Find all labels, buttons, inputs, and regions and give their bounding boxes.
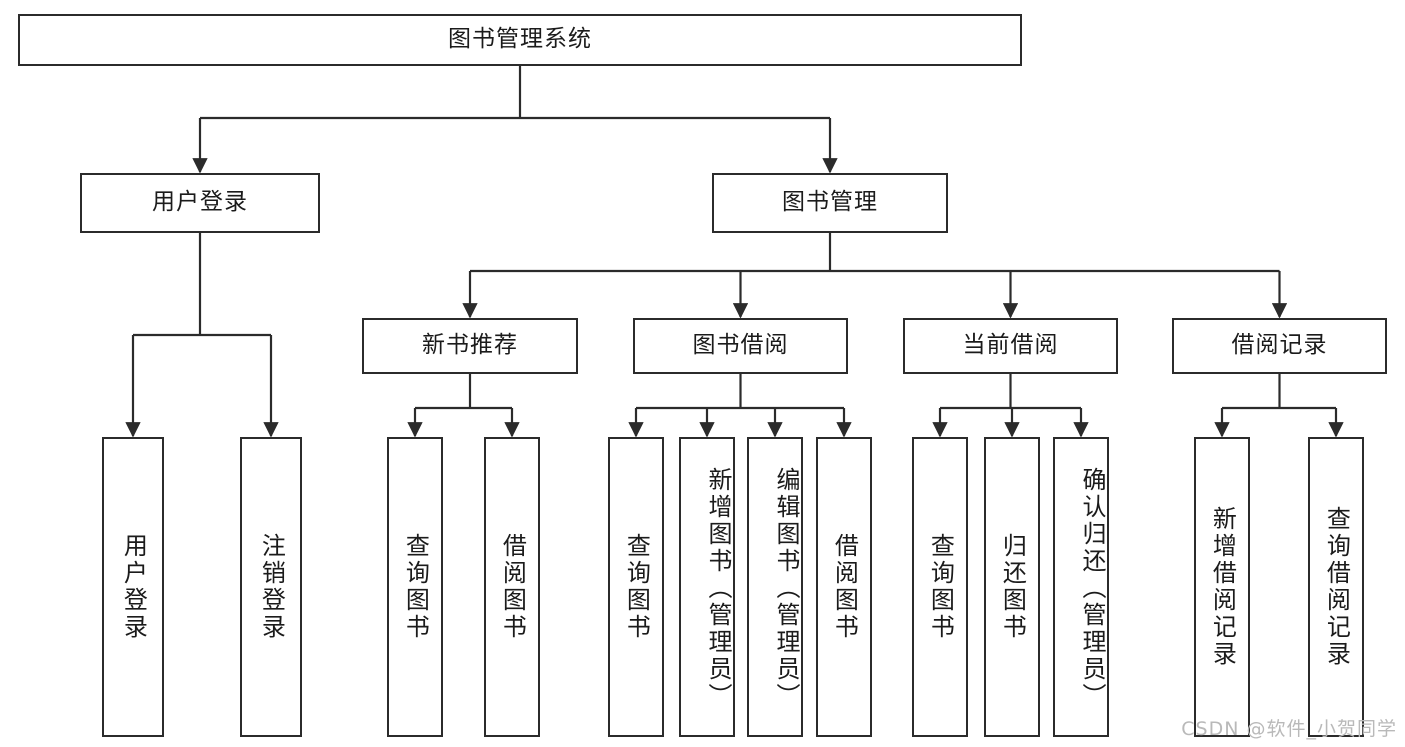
- node-label: 图书借阅: [692, 332, 789, 359]
- node-label: 用户登录: [119, 533, 148, 641]
- node-label: 当前借阅: [962, 332, 1059, 359]
- node-leaf-nb-borrow[interactable]: 借阅图书: [484, 437, 540, 737]
- node-login[interactable]: 用户登录: [80, 173, 320, 233]
- node-label: 图书管理系统: [448, 26, 592, 53]
- node-label: 用户登录: [152, 189, 248, 216]
- node-leaf-bk-query[interactable]: 查询图书: [608, 437, 664, 737]
- node-leaf-rec-query[interactable]: 查询借阅记录: [1308, 437, 1364, 737]
- node-bookmgmt[interactable]: 图书管理: [712, 173, 948, 233]
- node-label: 借阅图书: [830, 533, 859, 641]
- node-label: 新增图书（管理员）: [704, 466, 732, 710]
- node-label: 注销登录: [257, 533, 286, 641]
- node-leaf-cur-query[interactable]: 查询图书: [912, 437, 968, 737]
- node-borrow[interactable]: 图书借阅: [633, 318, 848, 374]
- node-leaf-bk-edit[interactable]: 编辑图书（管理员）: [747, 437, 803, 737]
- node-leaf-bk-add[interactable]: 新增图书（管理员）: [679, 437, 735, 737]
- node-leaf-user-logout[interactable]: 注销登录: [240, 437, 302, 737]
- node-leaf-nb-query[interactable]: 查询图书: [387, 437, 443, 737]
- node-label: 查询借阅记录: [1322, 506, 1351, 668]
- node-leaf-bk-borrow[interactable]: 借阅图书: [816, 437, 872, 737]
- node-label: 查询图书: [622, 533, 651, 641]
- node-label: 确认归还（管理员）: [1078, 466, 1106, 710]
- node-label: 查询图书: [926, 533, 955, 641]
- csdn-watermark: CSDN @软件_小贺同学: [1181, 718, 1397, 740]
- node-label: 归还图书: [998, 533, 1027, 641]
- node-label: 新书推荐: [422, 332, 518, 359]
- node-leaf-rec-add[interactable]: 新增借阅记录: [1194, 437, 1250, 737]
- node-current[interactable]: 当前借阅: [903, 318, 1118, 374]
- node-root[interactable]: 图书管理系统: [18, 14, 1022, 66]
- node-record[interactable]: 借阅记录: [1172, 318, 1387, 374]
- node-leaf-cur-return[interactable]: 归还图书: [984, 437, 1040, 737]
- node-label: 借阅记录: [1231, 332, 1328, 359]
- node-leaf-cur-confirm[interactable]: 确认归还（管理员）: [1053, 437, 1109, 737]
- node-newbook[interactable]: 新书推荐: [362, 318, 578, 374]
- node-label: 借阅图书: [498, 533, 527, 641]
- node-label: 新增借阅记录: [1208, 506, 1237, 668]
- node-label: 图书管理: [782, 189, 878, 216]
- node-leaf-user-login[interactable]: 用户登录: [102, 437, 164, 737]
- node-label: 编辑图书（管理员）: [772, 466, 800, 710]
- node-label: 查询图书: [401, 533, 430, 641]
